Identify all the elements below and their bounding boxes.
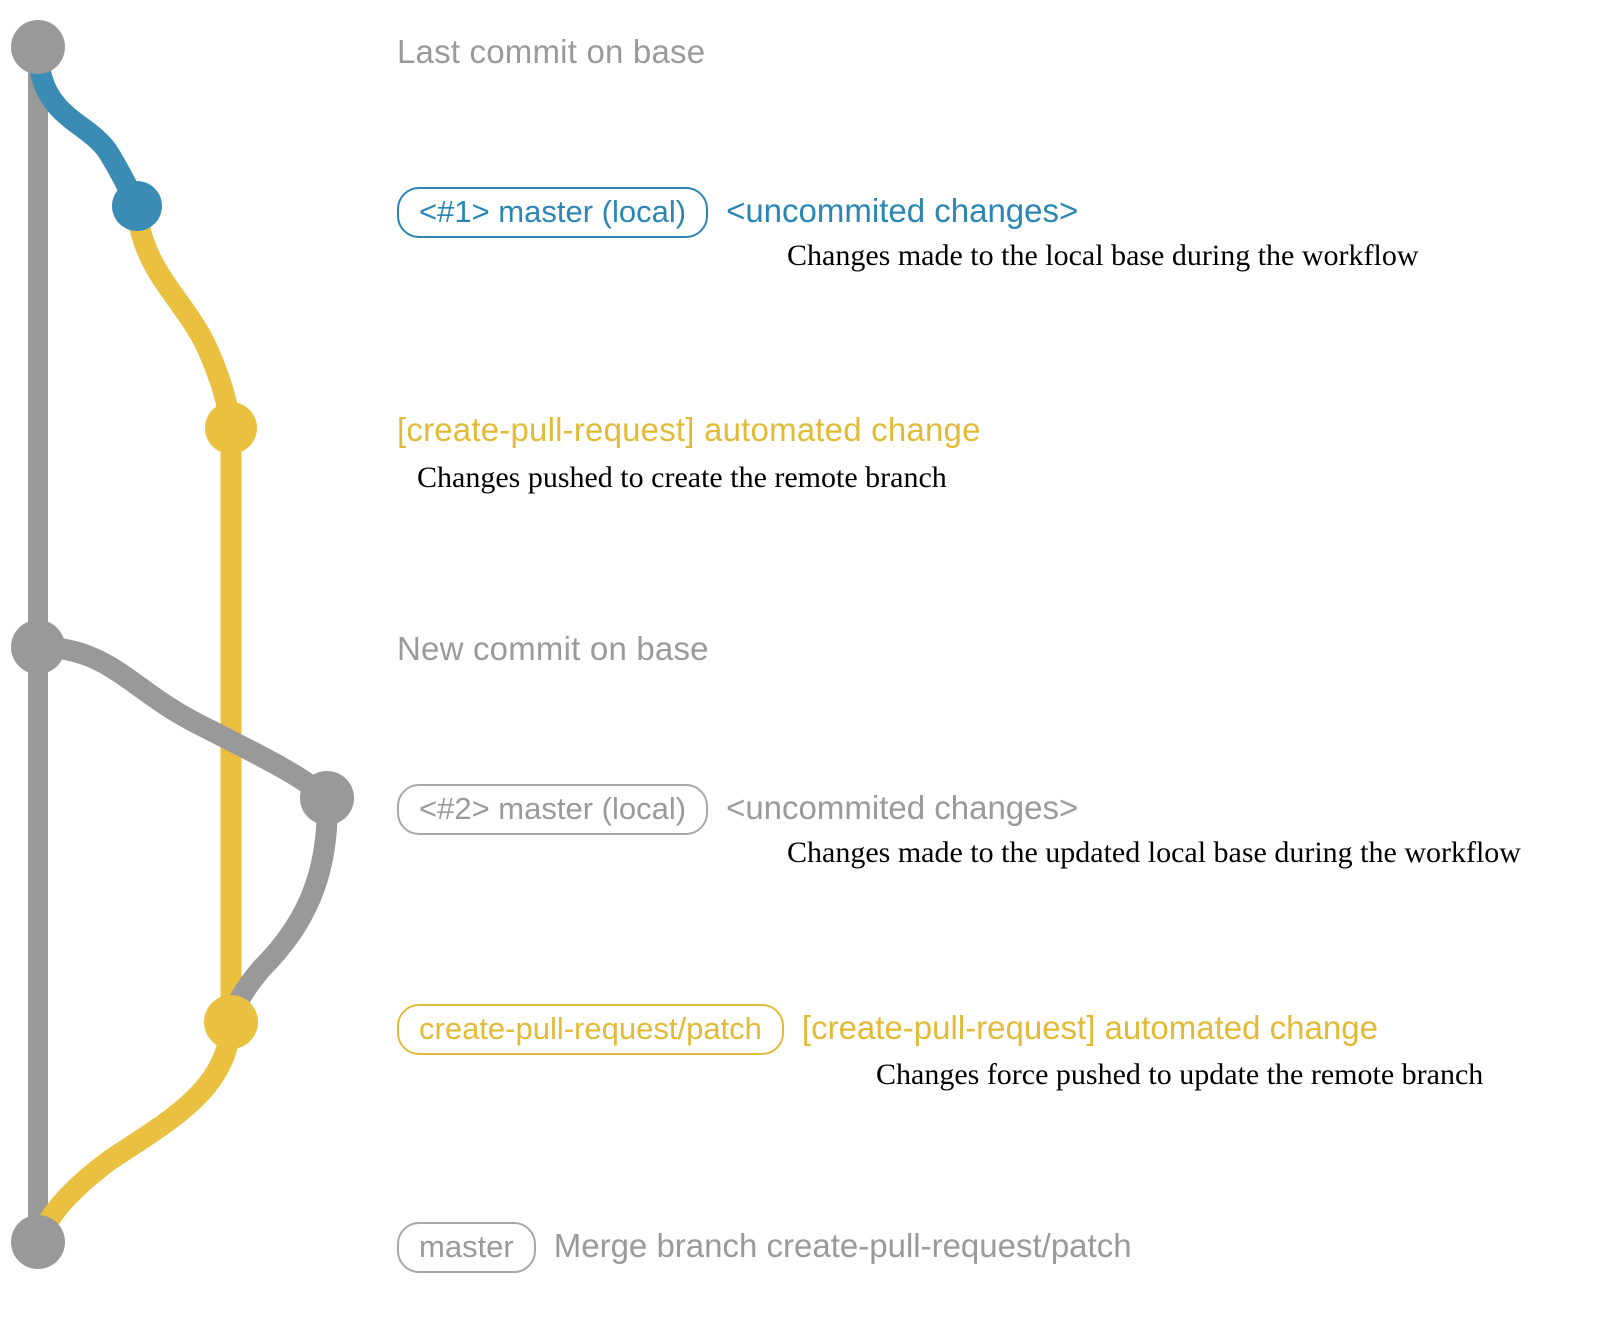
commit-message-merge-commit: Merge branch create-pull-request/patch [553,1227,1132,1264]
patch2-to-merge-yellow-line [27,1011,242,1253]
entry-master-local-1: <#1> master (local) <uncommited changes> [397,187,1078,238]
base-head-node [11,20,65,74]
entry-master-local-2: <#2> master (local) <uncommited changes> [397,784,1078,835]
entry-automated-change-1: [create-pull-request] automated change [397,411,981,449]
patch-branch-yellow-line-upper [126,195,242,439]
patch-commit-1-node [205,402,257,454]
commit-message-new-commit-on-base: New commit on base [397,630,709,667]
description-automated-change-1: Changes pushed to create the remote bran… [417,461,947,494]
entry-merge-commit: master Merge branch create-pull-request/… [397,1222,1132,1273]
commit-message-last-commit-on-base: Last commit on base [397,33,706,70]
local-branch-blue-line [27,36,148,217]
entry-last-commit-on-base: Last commit on base [397,33,705,71]
local2-to-patch2-gray-line [220,787,338,1033]
local-master-1-node [112,181,162,231]
merge-commit-node [11,1215,65,1269]
base-new-commit-node [11,620,65,674]
description-master-local-2: Changes made to the updated local base d… [787,836,1521,869]
description-master-local-1: Changes made to the local base during th… [787,239,1419,272]
entry-new-commit-on-base: New commit on base [397,630,709,668]
commit-message-automated-change-1: [create-pull-request] automated change [397,411,981,448]
base-to-local2-gray-line [27,636,338,809]
entry-automated-change-2: create-pull-request/patch [create-pull-r… [397,1004,1378,1055]
description-automated-change-2: Changes force pushed to update the remot… [876,1058,1484,1091]
branch-chip-master-local-1[interactable]: <#1> master (local) [397,187,709,238]
branch-chip-master-local-2[interactable]: <#2> master (local) [397,784,709,835]
commit-message-master-local-2: <uncommited changes> [726,789,1079,826]
commit-message-master-local-1: <uncommited changes> [726,192,1079,229]
patch-commit-2-node [204,995,258,1049]
local-master-2-node [300,771,354,825]
commit-message-automated-change-2: [create-pull-request] automated change [801,1009,1378,1046]
branch-chip-master[interactable]: master [397,1222,536,1273]
branch-chip-create-pull-request-patch[interactable]: create-pull-request/patch [397,1004,784,1055]
